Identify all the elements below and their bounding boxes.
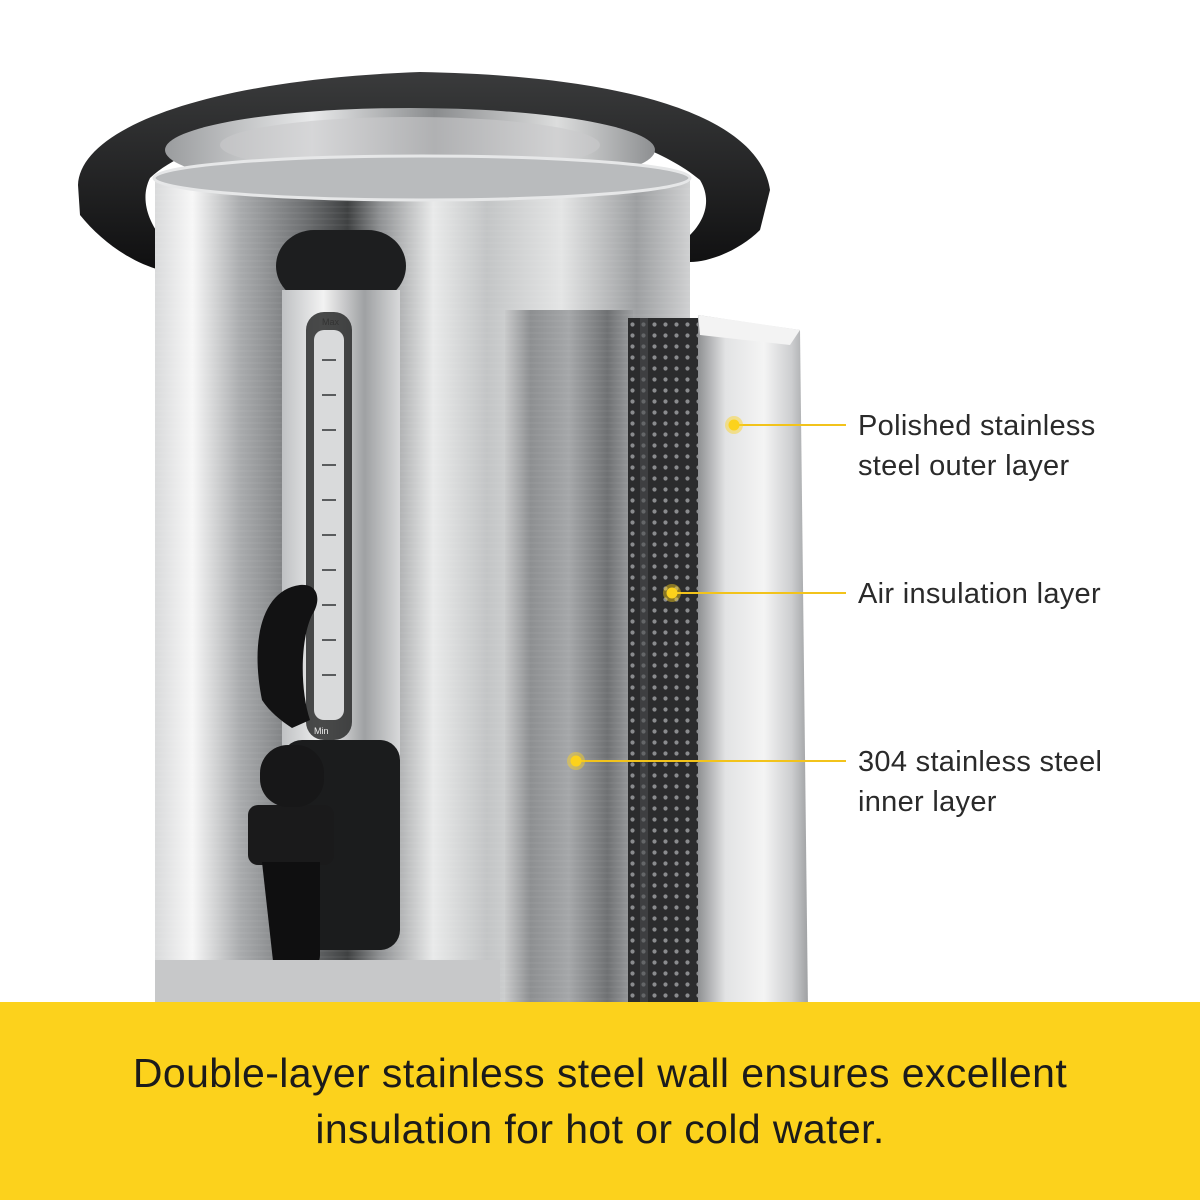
callout-line: steel outer layer [858, 450, 1070, 482]
callout-leaders [576, 424, 846, 762]
urn-base-ring [155, 960, 500, 1010]
water-urn-illustration: Max Min [78, 72, 846, 1010]
callout-outer-layer: Polished stainless steel outer layer [858, 406, 1096, 486]
callout-inner-layer: 304 stainless steel inner layer [858, 742, 1102, 822]
callout-markers [567, 416, 743, 770]
gauge-max-label: Max [322, 317, 340, 327]
caption-banner: Double-layer stainless steel wall ensure… [0, 1002, 1200, 1200]
gauge-min-label: Min [314, 726, 329, 736]
caption-line: insulation for hot or cold water. [315, 1106, 885, 1152]
faucet-spout [262, 862, 320, 978]
faucet-lever [257, 584, 318, 728]
gauge-cap [276, 230, 406, 302]
callout-line: inner layer [858, 786, 997, 818]
caption-line: Double-layer stainless steel wall ensure… [132, 1050, 1068, 1096]
caption-text: Double-layer stainless steel wall ensure… [40, 1045, 1160, 1157]
callout-line: Air insulation layer [858, 578, 1101, 610]
callout-air-layer: Air insulation layer [858, 574, 1101, 614]
outer-layer-section [698, 315, 808, 1010]
gauge-ticks [322, 359, 336, 676]
callout-line: Polished stainless [858, 410, 1096, 442]
callout-line: 304 stainless steel [858, 746, 1103, 778]
faucet-valve [248, 805, 334, 865]
air-insulation-section [628, 318, 698, 1010]
